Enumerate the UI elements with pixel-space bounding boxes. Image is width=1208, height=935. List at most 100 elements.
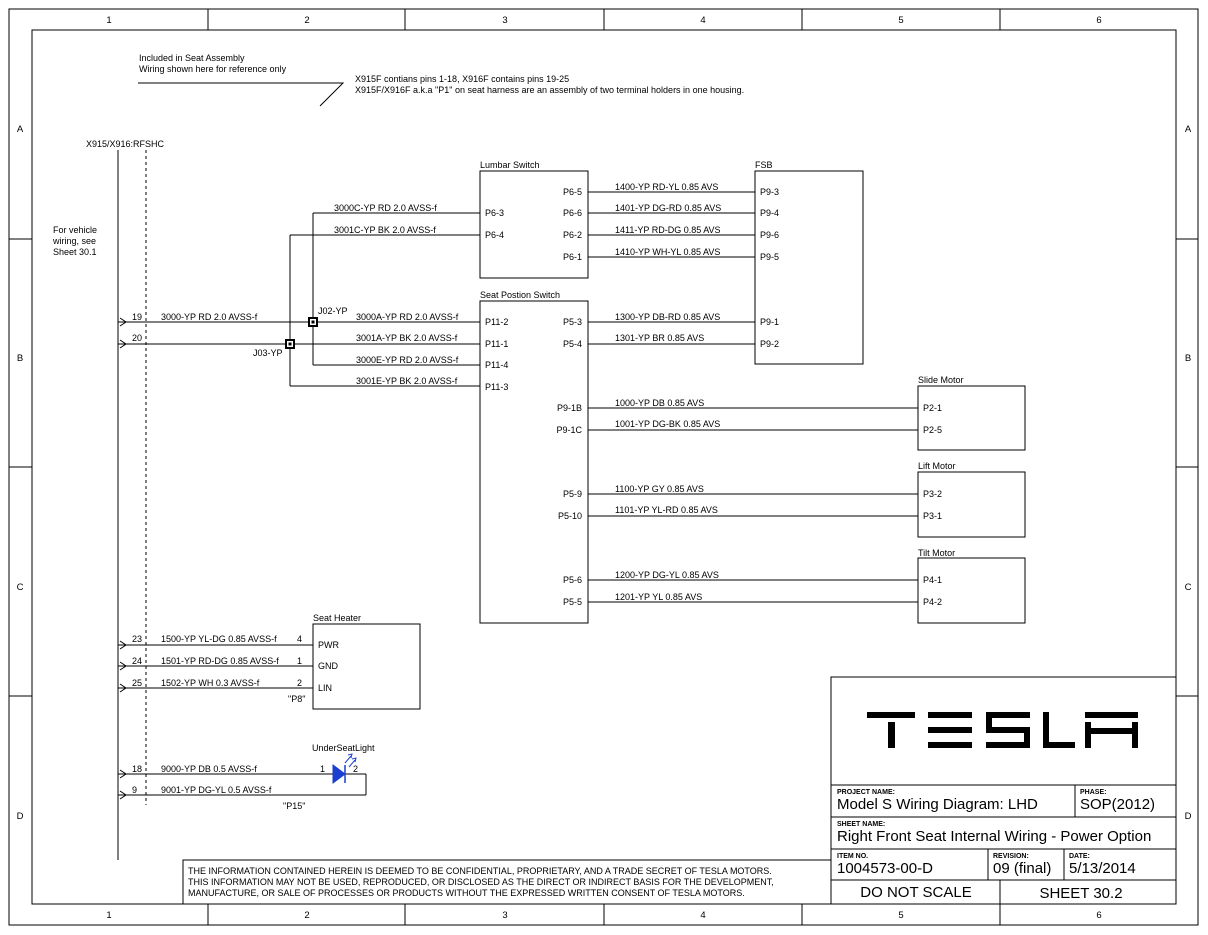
p1-arrows bbox=[119, 317, 127, 800]
wire-label: 3001E-YP BK 2.0 AVSS-f bbox=[356, 376, 458, 386]
column-label: 1 bbox=[106, 15, 111, 26]
pins-note: X915F contians pins 1-18, X916F contains… bbox=[355, 74, 569, 84]
pin-label: P4-1 bbox=[923, 575, 942, 585]
project-name-label: PROJECT NAME: bbox=[837, 789, 895, 796]
sheet-name: Right Front Seat Internal Wiring - Power… bbox=[837, 828, 1151, 845]
column-label: 5 bbox=[898, 910, 903, 921]
reference-note: Wiring shown here for reference only bbox=[139, 64, 287, 74]
led-icon bbox=[332, 753, 357, 784]
wire-label: 1411-YP RD-DG 0.85 AVS bbox=[615, 225, 721, 235]
seat-position-switch-title: Seat Postion Switch bbox=[480, 290, 560, 300]
pin-label: P5-4 bbox=[563, 339, 582, 349]
pin-label: P5-6 bbox=[563, 575, 582, 585]
wire-label: 9000-YP DB 0.5 AVSS-f bbox=[161, 764, 257, 774]
pin-label: P6-2 bbox=[563, 230, 582, 240]
heater-connector-label: "P8" bbox=[288, 694, 305, 704]
column-label: 2 bbox=[304, 910, 309, 921]
pin-label: P9-6 bbox=[760, 230, 779, 240]
pins-note: X915F/X916F a.k.a "P1" on seat harness a… bbox=[355, 85, 744, 95]
logo-text: TESLA bbox=[1003, 765, 1026, 772]
pin-number: 1 bbox=[297, 656, 302, 666]
wire-label: 3000C-YP RD 2.0 AVSS-f bbox=[334, 203, 437, 213]
pin-number: 4 bbox=[297, 634, 302, 644]
p1-pin-number: 18 bbox=[132, 764, 142, 774]
pin-label: P6-1 bbox=[563, 252, 582, 262]
wire-label: 3000-YP RD 2.0 AVSS-f bbox=[161, 312, 258, 322]
p1-pin-number: 9 bbox=[132, 785, 137, 795]
revision-label: REVISION: bbox=[993, 853, 1029, 860]
pin-label: P6-4 bbox=[485, 230, 504, 240]
underseat-light-title: UnderSeatLight bbox=[312, 743, 375, 753]
date-value: 5/13/2014 bbox=[1069, 860, 1136, 877]
date-label: DATE: bbox=[1069, 853, 1090, 860]
title-block bbox=[830, 676, 1177, 905]
wire-label: 9001-YP DG-YL 0.5 AVSS-f bbox=[161, 785, 272, 795]
wire-label: 3001C-YP BK 2.0 AVSS-f bbox=[334, 225, 436, 235]
wire-label: 1000-YP DB 0.85 AVS bbox=[615, 398, 704, 408]
tesla-logo bbox=[867, 712, 1138, 748]
pin-label: P11-4 bbox=[485, 360, 508, 370]
wire-label: 1400-YP RD-YL 0.85 AVS bbox=[615, 182, 718, 192]
pin-label: P11-1 bbox=[485, 339, 508, 349]
pin-label: P6-5 bbox=[563, 187, 582, 197]
wire-label: 1500-YP YL-DG 0.85 AVSS-f bbox=[161, 634, 277, 644]
tilt-motor-title: Tilt Motor bbox=[918, 548, 955, 558]
tilt-motor-box bbox=[917, 557, 1026, 624]
pin-number: 1 bbox=[320, 764, 325, 774]
lumbar-switch-title: Lumbar Switch bbox=[480, 160, 540, 170]
wire-label: 1410-YP WH-YL 0.85 AVS bbox=[615, 247, 720, 257]
pin-label: PWR bbox=[318, 640, 339, 650]
wire-label: 3000A-YP RD 2.0 AVSS-f bbox=[356, 312, 459, 322]
column-label: 6 bbox=[1096, 910, 1101, 921]
vehicle-note: Sheet 30.1 bbox=[53, 247, 97, 257]
sheet-name-label: SHEET NAME: bbox=[837, 821, 885, 828]
splice-j03-label: J03-YP bbox=[253, 348, 283, 358]
pin-number: 2 bbox=[353, 764, 358, 774]
pin-label: P6-6 bbox=[563, 208, 582, 218]
p1-pin-number: 24 bbox=[132, 656, 142, 666]
wire-label: 1301-YP BR 0.85 AVS bbox=[615, 333, 704, 343]
pin-label: P5-9 bbox=[563, 489, 582, 499]
splice-j02-label: J02-YP bbox=[318, 306, 348, 316]
wire-label: 1001-YP DG-BK 0.85 AVS bbox=[615, 419, 720, 429]
column-label: 3 bbox=[502, 910, 507, 921]
vehicle-note: wiring, see bbox=[52, 236, 96, 246]
lift-motor-box bbox=[917, 471, 1026, 538]
column-label: 4 bbox=[700, 910, 705, 921]
pin-label: P3-1 bbox=[923, 511, 942, 521]
pin-label: P2-5 bbox=[923, 425, 942, 435]
row-label: B bbox=[17, 353, 23, 364]
column-label: 2 bbox=[304, 15, 309, 26]
wire-label: 1501-YP RD-DG 0.85 AVSS-f bbox=[161, 656, 279, 666]
row-label: B bbox=[1185, 353, 1191, 364]
pin-label: P9-1 bbox=[760, 317, 779, 327]
slide-motor-box bbox=[917, 385, 1026, 451]
row-label: A bbox=[1185, 124, 1192, 135]
wire-label: 3000E-YP RD 2.0 AVSS-f bbox=[356, 355, 459, 365]
slide-motor-title: Slide Motor bbox=[918, 375, 964, 385]
pin-number: 2 bbox=[297, 678, 302, 688]
pin-labels: P6-3 P6-4 P6-5 P6-6 P6-2 P6-1 P9-3 P9-4 … bbox=[288, 187, 942, 704]
disclaimer-line: THIS INFORMATION MAY NOT BE USED, REPROD… bbox=[188, 877, 774, 887]
wire-label: 3001A-YP BK 2.0 AVSS-f bbox=[356, 333, 458, 343]
item-no-label: ITEM NO. bbox=[837, 853, 868, 860]
phase-value: SOP(2012) bbox=[1080, 796, 1155, 813]
seat-position-switch-box bbox=[479, 300, 589, 624]
pin-label: P5-10 bbox=[558, 511, 582, 521]
disclaimer-line: THE INFORMATION CONTAINED HEREIN IS DEEM… bbox=[188, 866, 772, 876]
p1-pin-number: 20 bbox=[132, 333, 142, 343]
column-label: 6 bbox=[1096, 15, 1101, 26]
pin-label: P3-2 bbox=[923, 489, 942, 499]
scale-note: DO NOT SCALE bbox=[860, 884, 971, 901]
pin-label: P11-2 bbox=[485, 317, 508, 327]
column-label: 1 bbox=[106, 910, 111, 921]
pin-label: P6-3 bbox=[485, 208, 504, 218]
wire-labels: 3000-YP RD 2.0 AVSS-f 3000C-YP RD 2.0 AV… bbox=[161, 182, 721, 795]
row-label: D bbox=[1185, 811, 1192, 822]
light-connector-label: "P15" bbox=[283, 801, 305, 811]
pin-label: P9-5 bbox=[760, 252, 779, 262]
p1-pin-number: 23 bbox=[132, 634, 142, 644]
pin-label: GND bbox=[318, 661, 339, 671]
note-leader bbox=[138, 82, 345, 107]
